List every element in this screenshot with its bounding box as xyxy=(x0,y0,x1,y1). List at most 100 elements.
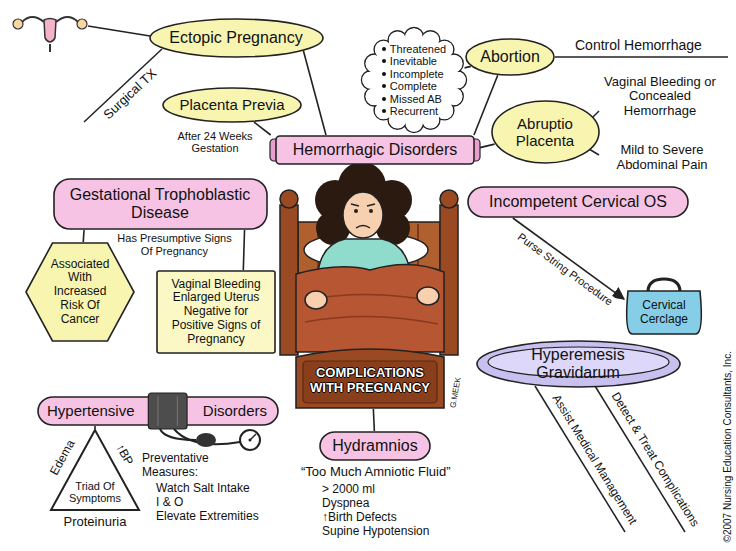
node-text: Placenta Previa xyxy=(179,96,284,113)
bullet-row: Incomplete xyxy=(382,68,446,81)
note-label: “Too Much Amniotic Fluid” xyxy=(301,465,451,480)
woman xyxy=(315,162,412,245)
node-text-group: Triad Of Symptoms xyxy=(67,480,123,505)
bullet-item: Inevitable xyxy=(390,55,437,68)
bullet-row: Threatened xyxy=(382,43,446,56)
node-text: Abortion xyxy=(480,48,540,66)
node-text-group: Ectopic Pregnancy xyxy=(169,29,302,47)
note-label: G.MEEK xyxy=(448,376,462,408)
note-label: > 2000 ml xyxy=(322,483,375,497)
note-label: I & O xyxy=(156,496,183,510)
connector-line xyxy=(480,144,495,147)
node-outline xyxy=(296,349,444,408)
note-label: Has Presumptive Signs Of Pregnancy xyxy=(112,232,237,257)
uterus-icon xyxy=(13,19,23,29)
uterus-icon xyxy=(77,19,87,29)
center-footboard: COMPLICATIONS WITH PREGNANCY xyxy=(295,347,445,409)
note-label: Elevate Extremities xyxy=(156,510,259,524)
node-text-group: COMPLICATIONS WITH PREGNANCY xyxy=(303,366,437,396)
node-text: Abruptio Placenta xyxy=(507,115,583,150)
node-outline xyxy=(26,243,134,341)
node-text-group: Abortion xyxy=(480,48,540,66)
bp-cuff-hose xyxy=(249,439,252,442)
bp-cuff-hose xyxy=(196,433,216,447)
bp-cuff-hose xyxy=(160,429,260,450)
leader-line xyxy=(555,56,728,58)
connector-line xyxy=(254,122,271,135)
bullet-row: Recurrent xyxy=(382,105,446,118)
node-outline xyxy=(158,396,159,426)
node-outline xyxy=(477,341,680,387)
category-band: HypertensiveDisorders xyxy=(37,396,279,426)
node-text: Cervical Cerclage xyxy=(632,299,696,327)
node-text: Hypertensive xyxy=(47,402,135,419)
cerclage-bag: Cervical Cerclage xyxy=(624,277,704,335)
node-outline xyxy=(148,393,187,429)
node-outline xyxy=(38,397,278,425)
woman xyxy=(351,204,375,206)
bed xyxy=(440,190,458,208)
connector-line xyxy=(465,66,471,68)
note-label: Surgical TX xyxy=(100,66,159,123)
node-text: Vaginal Bleeding xyxy=(164,278,268,292)
node-text: COMPLICATIONS WITH PREGNANCY xyxy=(303,366,437,396)
leader-line xyxy=(595,386,685,532)
note-label: Dyspnea xyxy=(322,497,369,511)
leader-line xyxy=(84,49,162,122)
node-text-group: Hemorrhagic Disorders xyxy=(293,141,458,159)
connector-line xyxy=(243,230,244,270)
connector-line xyxy=(513,218,624,299)
node-outline xyxy=(163,88,301,122)
node-text-group: HypertensiveDisorders xyxy=(37,402,279,419)
leader-line xyxy=(84,26,728,532)
bullet-item: Missed AB xyxy=(390,93,442,106)
bullet-row: Complete xyxy=(382,80,446,93)
node-text: Hyperemesis Gravidarum xyxy=(518,346,638,383)
node-text-group: Gestational Trophoblastic Disease xyxy=(61,186,260,223)
woman xyxy=(305,291,327,309)
connector-line xyxy=(303,51,326,135)
woman xyxy=(356,226,370,229)
node-text: Triad Of Symptoms xyxy=(67,480,123,505)
edge-label: Purse String Procedure xyxy=(513,229,618,310)
node-text-group: Vaginal BleedingEnlarged UterusNegative … xyxy=(164,278,268,347)
uterus-icon xyxy=(44,19,56,43)
bullet-row: Missed AB xyxy=(382,93,446,106)
note-label: Preventative Measures: xyxy=(142,452,232,480)
node-text-group: Cervical Cerclage xyxy=(632,299,696,327)
note-label: Mild to Severe Abdominal Pain xyxy=(603,143,721,173)
uterus-icon xyxy=(13,17,87,52)
bed xyxy=(280,190,458,355)
node-outline xyxy=(276,136,474,164)
node-outline xyxy=(303,361,437,403)
note-label: ↑Birth Defects xyxy=(322,511,397,525)
node-text: Gestational Trophoblastic Disease xyxy=(61,186,260,223)
node-text-group: Abruptio Placenta xyxy=(507,115,583,150)
node-outline xyxy=(177,396,178,426)
node-outline xyxy=(150,19,323,57)
bullet-dot xyxy=(382,109,386,113)
node-text: Ectopic Pregnancy xyxy=(169,29,302,47)
leader-line xyxy=(535,386,625,532)
topic-oval: Ectopic Pregnancy xyxy=(149,18,324,58)
node-outline xyxy=(157,271,275,353)
bullet-cloud: ThreatenedInevitableIncompleteCompleteMi… xyxy=(362,28,466,132)
node-text: Negative for Positive Signs of Pregnancy xyxy=(164,305,268,346)
woman xyxy=(369,209,373,213)
bullet-dot xyxy=(382,97,386,101)
woman xyxy=(296,162,444,352)
node-outline xyxy=(54,179,267,229)
node-outline xyxy=(648,279,680,292)
note-label: Vaginal Bleeding or Concealed Hemorrhage xyxy=(601,75,719,120)
uterus-icon xyxy=(49,44,51,52)
bullet-dot xyxy=(382,84,386,88)
bed xyxy=(280,190,298,208)
node-text-group: ThreatenedInevitableIncompleteCompleteMi… xyxy=(382,43,446,118)
bp-cuff-hose xyxy=(240,430,260,450)
node-text-group: Hyperemesis Gravidarum xyxy=(518,346,638,383)
basin-shape: Hyperemesis Gravidarum xyxy=(476,340,681,388)
woman xyxy=(296,264,444,352)
note-label: Supine Hypotension xyxy=(322,525,429,539)
node-outline xyxy=(466,39,554,75)
note-hexagon: Associated With Increased Risk Of Cancer xyxy=(25,242,135,342)
